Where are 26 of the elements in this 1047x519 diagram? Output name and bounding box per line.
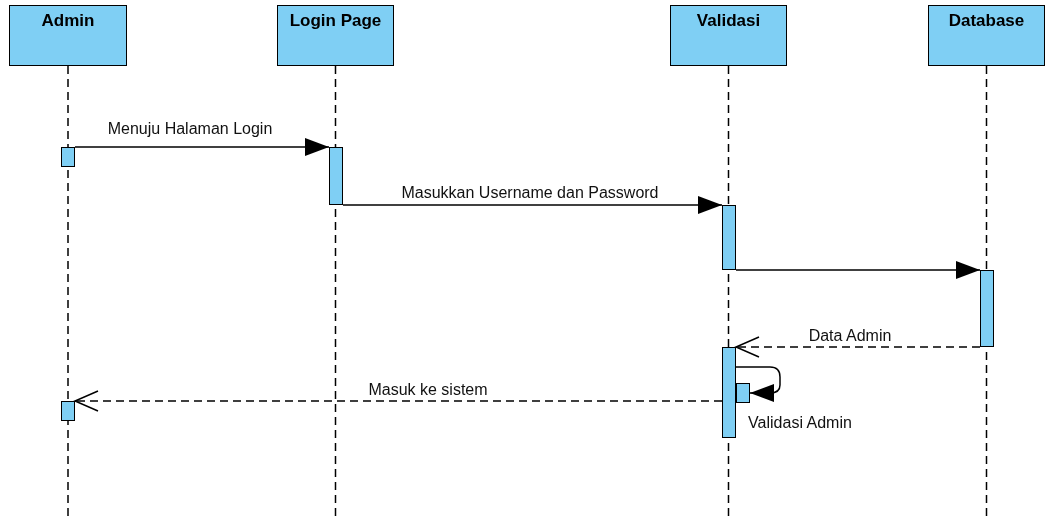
participant-name: Admin: [41, 11, 95, 31]
participant-box: [277, 5, 394, 66]
message-arrow: [735, 336, 981, 358]
message-label: Masukkan Username dan Password: [401, 184, 659, 202]
message-label: Menuju Halaman Login: [107, 120, 273, 138]
activation-bar: [722, 347, 736, 438]
message-arrow: [74, 390, 723, 412]
message-label: Masuk ke sistem: [368, 381, 488, 399]
participant-box: [928, 5, 1045, 66]
activation-bar: [61, 147, 75, 167]
activation-bar: [61, 401, 75, 421]
activation-bar: [736, 383, 750, 403]
message-label: Data Admin: [808, 327, 892, 345]
participant-name: Login Page: [289, 11, 382, 31]
activation-bar: [722, 205, 736, 270]
participant-box: [9, 5, 127, 66]
message-arrow: [74, 138, 330, 156]
participant-name: Validasi: [696, 11, 761, 31]
participant-box: [670, 5, 787, 66]
participant-name: Database: [948, 11, 1025, 31]
activation-bar: [980, 270, 994, 347]
message-arrow: [735, 366, 781, 402]
activation-bar: [329, 147, 343, 205]
message-arrow: [735, 261, 981, 279]
message-label: Validasi Admin: [748, 414, 852, 432]
message-arrow: [342, 196, 723, 214]
